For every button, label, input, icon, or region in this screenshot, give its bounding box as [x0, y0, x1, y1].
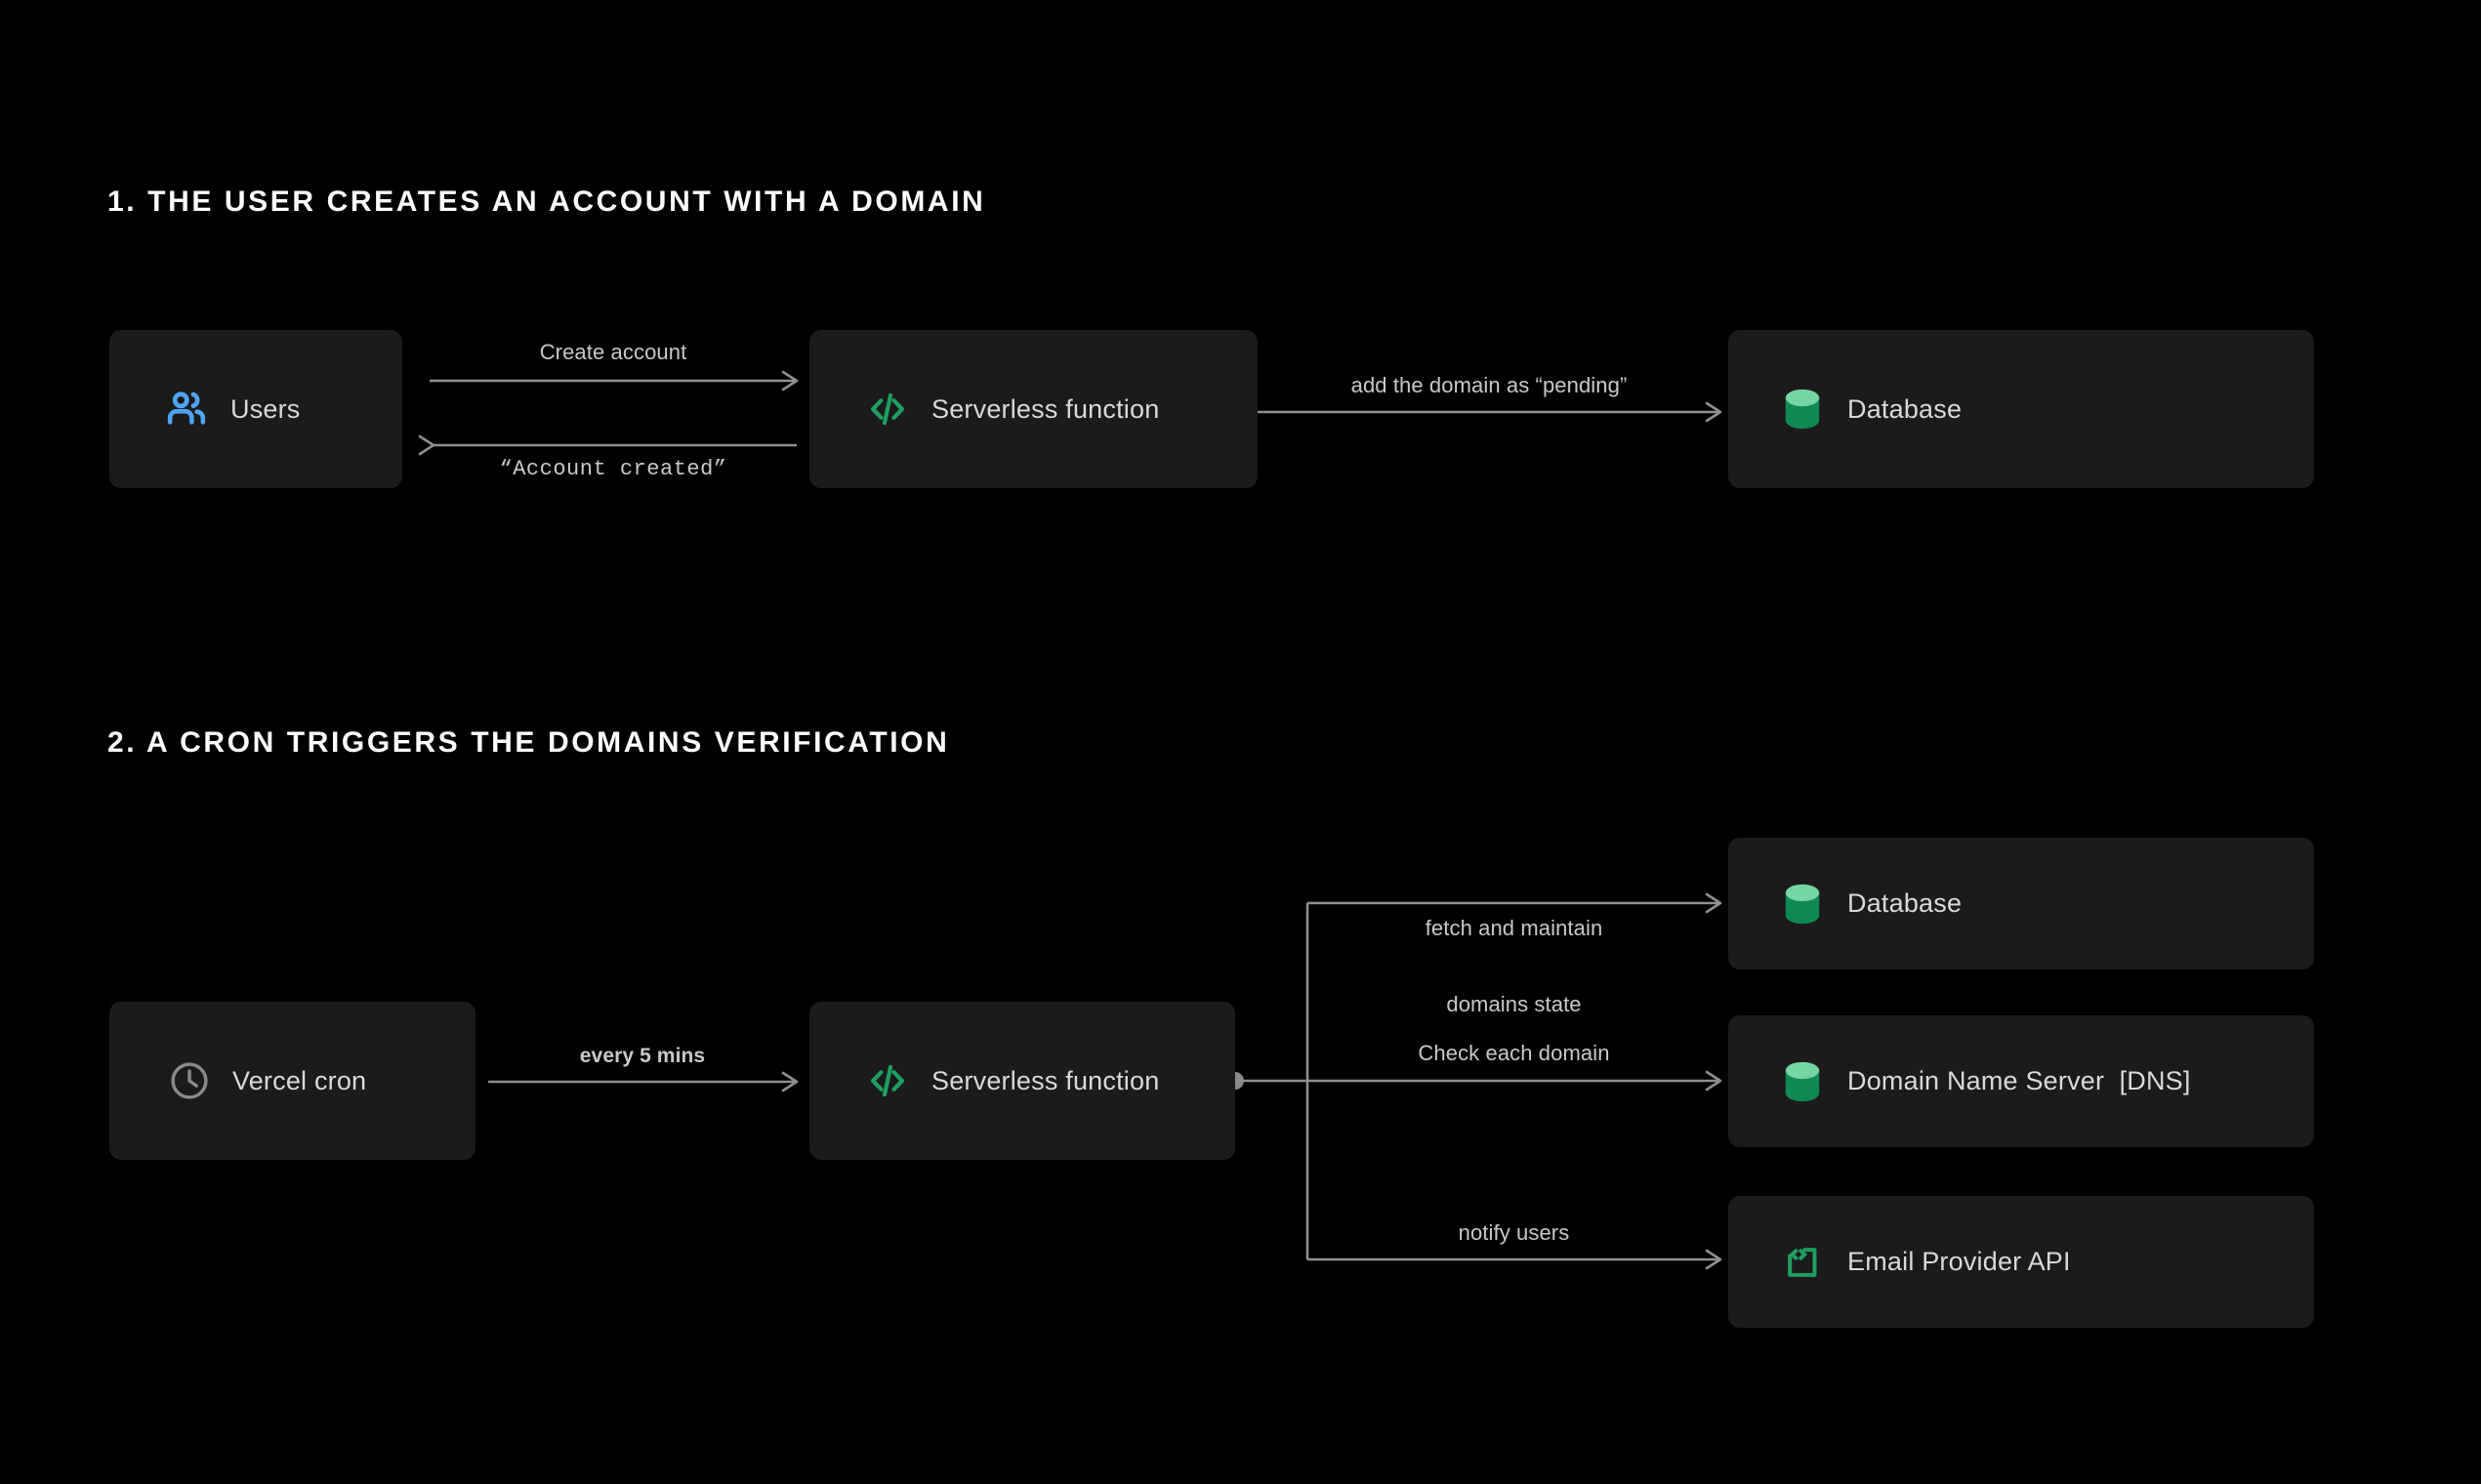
code-icon: [865, 1058, 910, 1103]
database-icon: [1781, 1059, 1824, 1104]
node-vercel-cron-label: Vercel cron: [232, 1065, 367, 1095]
edge-label-create-account: Create account: [539, 340, 687, 364]
node-serverless-function-2-label: Serverless function: [931, 1065, 1160, 1095]
code-icon: [865, 387, 910, 432]
edge-label-fetch-state-line2: domains state: [1446, 991, 1582, 1016]
database-icon: [1781, 387, 1824, 432]
section-1-heading: 1. THE USER CREATES AN ACCOUNT WITH A DO…: [107, 186, 986, 218]
node-domain-name-server-label: Domain Name Server [DNS]: [1847, 1066, 2191, 1095]
api-bracket-icon: [1781, 1241, 1824, 1284]
node-serverless-function-1[interactable]: Serverless function: [809, 330, 1258, 488]
edge-label-check-domain: Check each domain: [1418, 1041, 1610, 1065]
section-2-heading: 2. A CRON TRIGGERS THE DOMAINS VERIFICAT…: [107, 726, 950, 759]
edge-label-fetch-state: fetch and maintain domains state: [1307, 865, 1720, 1068]
clock-icon: [168, 1059, 211, 1102]
node-vercel-cron[interactable]: Vercel cron: [109, 1002, 476, 1160]
node-users[interactable]: Users: [109, 330, 402, 488]
node-database-2-label: Database: [1847, 888, 1963, 918]
node-email-provider-api[interactable]: Email Provider API: [1728, 1196, 2314, 1328]
node-database-1[interactable]: Database: [1728, 330, 2314, 488]
edge-label-every-5-mins: every 5 mins: [579, 1045, 706, 1067]
edge-label-notify-users: notify users: [1458, 1220, 1570, 1245]
database-icon: [1781, 882, 1824, 927]
node-users-label: Users: [230, 393, 301, 424]
node-email-provider-api-label: Email Provider API: [1847, 1247, 2071, 1276]
edge-label-fetch-state-line1: fetch and maintain: [1425, 915, 1603, 940]
node-serverless-function-1-label: Serverless function: [931, 393, 1160, 424]
users-icon: [164, 387, 209, 432]
node-database-1-label: Database: [1847, 393, 1963, 424]
node-serverless-function-2[interactable]: Serverless function: [809, 1002, 1235, 1160]
node-domain-name-server[interactable]: Domain Name Server [DNS]: [1728, 1015, 2314, 1147]
edge-label-add-domain: add the domain as “pending”: [1350, 373, 1628, 397]
edge-label-account-created: “Account created”: [499, 457, 727, 481]
node-database-2[interactable]: Database: [1728, 838, 2314, 969]
